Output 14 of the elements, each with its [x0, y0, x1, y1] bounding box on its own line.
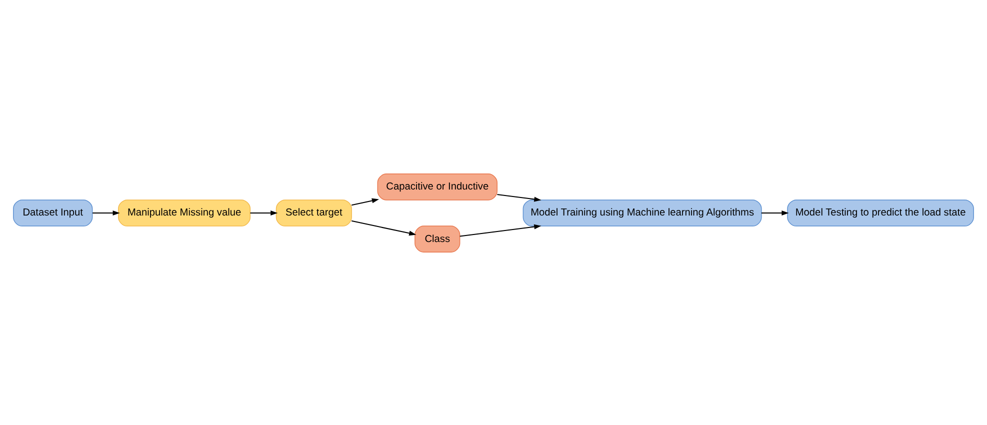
node-box: Dataset Input [13, 199, 93, 226]
node-box: Capacitive or Inductive [377, 173, 498, 200]
arrow [250, 210, 278, 215]
node-box: Model Training using Machine learning Algorithms [522, 199, 762, 226]
node-box: Class [414, 225, 460, 252]
node-box: Manipulate Missing value [118, 199, 251, 226]
arrow [351, 198, 380, 206]
arrow [460, 224, 542, 236]
arrow [351, 220, 416, 236]
arrow [761, 210, 789, 215]
arrow [92, 210, 120, 215]
node-box: Model Testing to predict the load state [787, 199, 974, 226]
node-box: Select target [276, 199, 352, 226]
arrow [497, 194, 542, 202]
